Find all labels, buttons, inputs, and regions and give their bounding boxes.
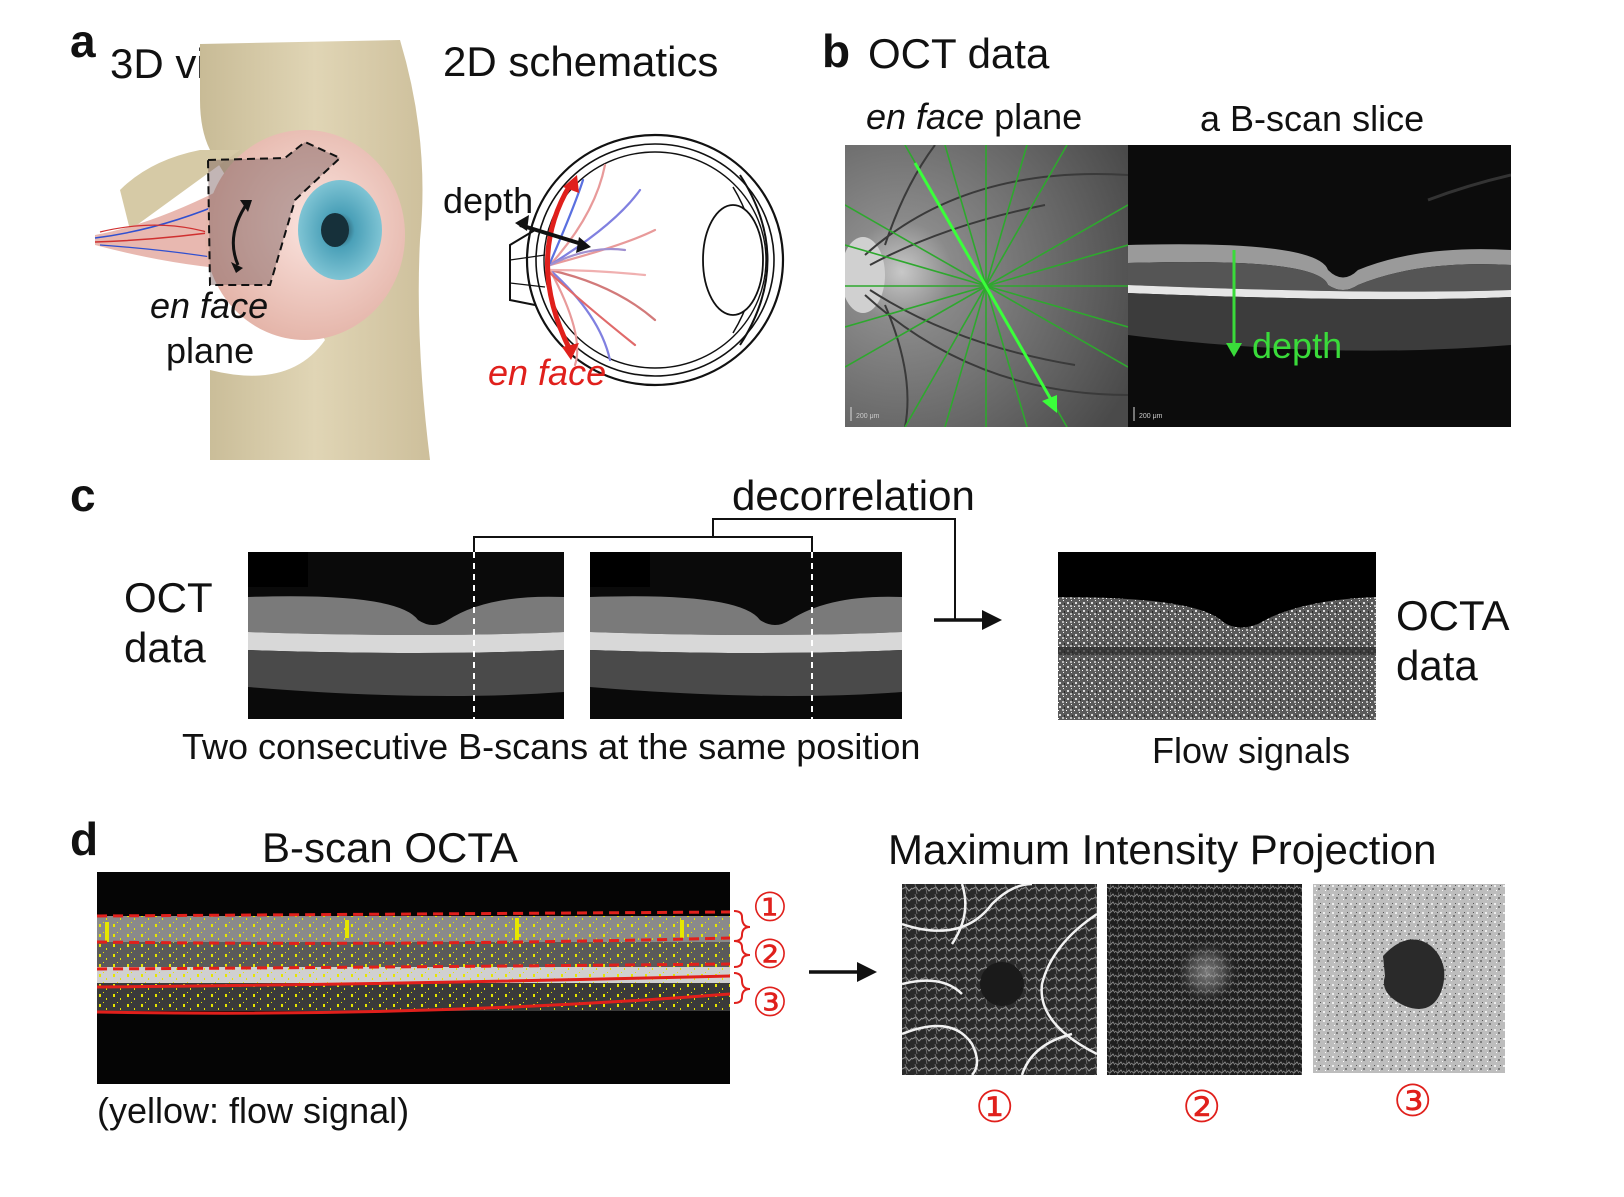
decorrelation-bracket: [473, 518, 956, 619]
panel-a-letter: a: [70, 15, 96, 67]
eye-2d-schematic: [509, 133, 785, 387]
oct-data-title: OCT data: [868, 30, 1050, 77]
mip-image-2: [1107, 884, 1302, 1075]
schematic-title: 2D schematics: [443, 38, 719, 85]
panel-b-letter: b: [822, 25, 851, 77]
mip-image-3: [1313, 884, 1505, 1073]
flow-signals-caption: Flow signals: [1152, 730, 1351, 771]
bscan-depth-label: depth: [1252, 325, 1343, 366]
bscan-slice-caption: a B-scan slice: [1200, 98, 1425, 139]
enface-scalebar: 200 μm: [856, 413, 880, 420]
enface-fundus-image: [845, 145, 1128, 427]
bscans-caption: Two consecutive B-scans at the same posi…: [182, 726, 921, 767]
octa-data-label-line2: data: [1396, 642, 1478, 689]
oct-data-label-line1: OCT: [124, 574, 213, 621]
oct-data-label-line2: data: [124, 624, 206, 671]
bscan-1-image: [248, 552, 564, 719]
mip-label-3: ③: [1393, 1077, 1433, 1126]
view3d-label-plain: plane: [166, 330, 255, 371]
layer-marker-3: ③: [752, 981, 788, 1025]
octa-flow-image: [1058, 552, 1376, 720]
bscan-octa-title: B-scan OCTA: [262, 824, 518, 871]
layer-marker-1: ①: [752, 886, 788, 930]
view3d-label-italic: en face: [150, 285, 269, 326]
eye-3d-illustration: [94, 40, 430, 460]
panel-d-letter: d: [70, 813, 99, 865]
layer-braces: [733, 910, 751, 1004]
oct-to-octa-arrow: [934, 610, 1002, 630]
enface-caption: en face plane: [866, 96, 1083, 137]
bscan-2-image: [590, 552, 902, 719]
bscan-slice-image: [1128, 145, 1511, 427]
bscan-scalebar: 200 μm: [1139, 413, 1163, 420]
mip-label-2: ②: [1182, 1083, 1222, 1132]
schematic-enface-label: en face: [488, 352, 607, 393]
decorrelation-label: decorrelation: [732, 472, 975, 519]
panel-c-letter: c: [70, 469, 96, 521]
octa-data-label-line1: OCTA: [1396, 592, 1510, 639]
layer-marker-2: ②: [752, 933, 788, 977]
mip-label-1: ①: [975, 1083, 1015, 1132]
schematic-depth-label: depth: [443, 180, 534, 221]
mip-title: Maximum Intensity Projection: [888, 826, 1437, 873]
bscan-to-mip-arrow: [809, 962, 877, 982]
mip-image-1: [902, 884, 1097, 1075]
bscan-octa-image: [97, 872, 730, 1084]
flow-signal-caption: (yellow: flow signal): [97, 1090, 410, 1131]
